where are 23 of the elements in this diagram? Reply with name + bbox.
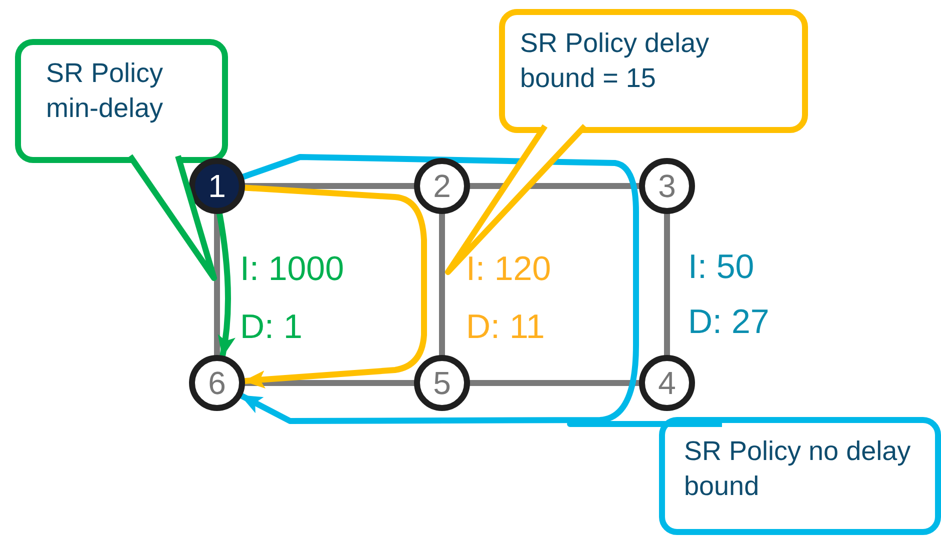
node-number: 4 bbox=[658, 367, 676, 399]
callout-text: SR Policy delay bound = 15 bbox=[520, 27, 710, 96]
callout-bubble bbox=[499, 9, 808, 133]
path-arrow bbox=[238, 154, 639, 424]
node-number: 1 bbox=[208, 170, 226, 202]
callout-text: SR Policy min-delay bbox=[46, 57, 164, 126]
metric-label: I: 50 bbox=[688, 250, 754, 284]
node-number: 2 bbox=[433, 170, 451, 202]
metric-label: D: 11 bbox=[466, 310, 545, 344]
callout-text: SR Policy no delay bound bbox=[684, 435, 912, 504]
router-node bbox=[189, 158, 245, 214]
router-node bbox=[414, 158, 470, 214]
link-line bbox=[214, 211, 220, 358]
node-number: 5 bbox=[433, 367, 451, 399]
node-number: 3 bbox=[658, 170, 676, 202]
callout-bubble bbox=[659, 417, 941, 535]
metric-label: I: 1000 bbox=[240, 252, 344, 286]
link-line bbox=[439, 211, 445, 358]
metric-label: D: 27 bbox=[688, 305, 770, 339]
node-number: 6 bbox=[208, 367, 226, 399]
metric-label: I: 120 bbox=[466, 252, 552, 286]
link-line bbox=[664, 211, 670, 358]
metric-label: D: 1 bbox=[240, 310, 302, 344]
